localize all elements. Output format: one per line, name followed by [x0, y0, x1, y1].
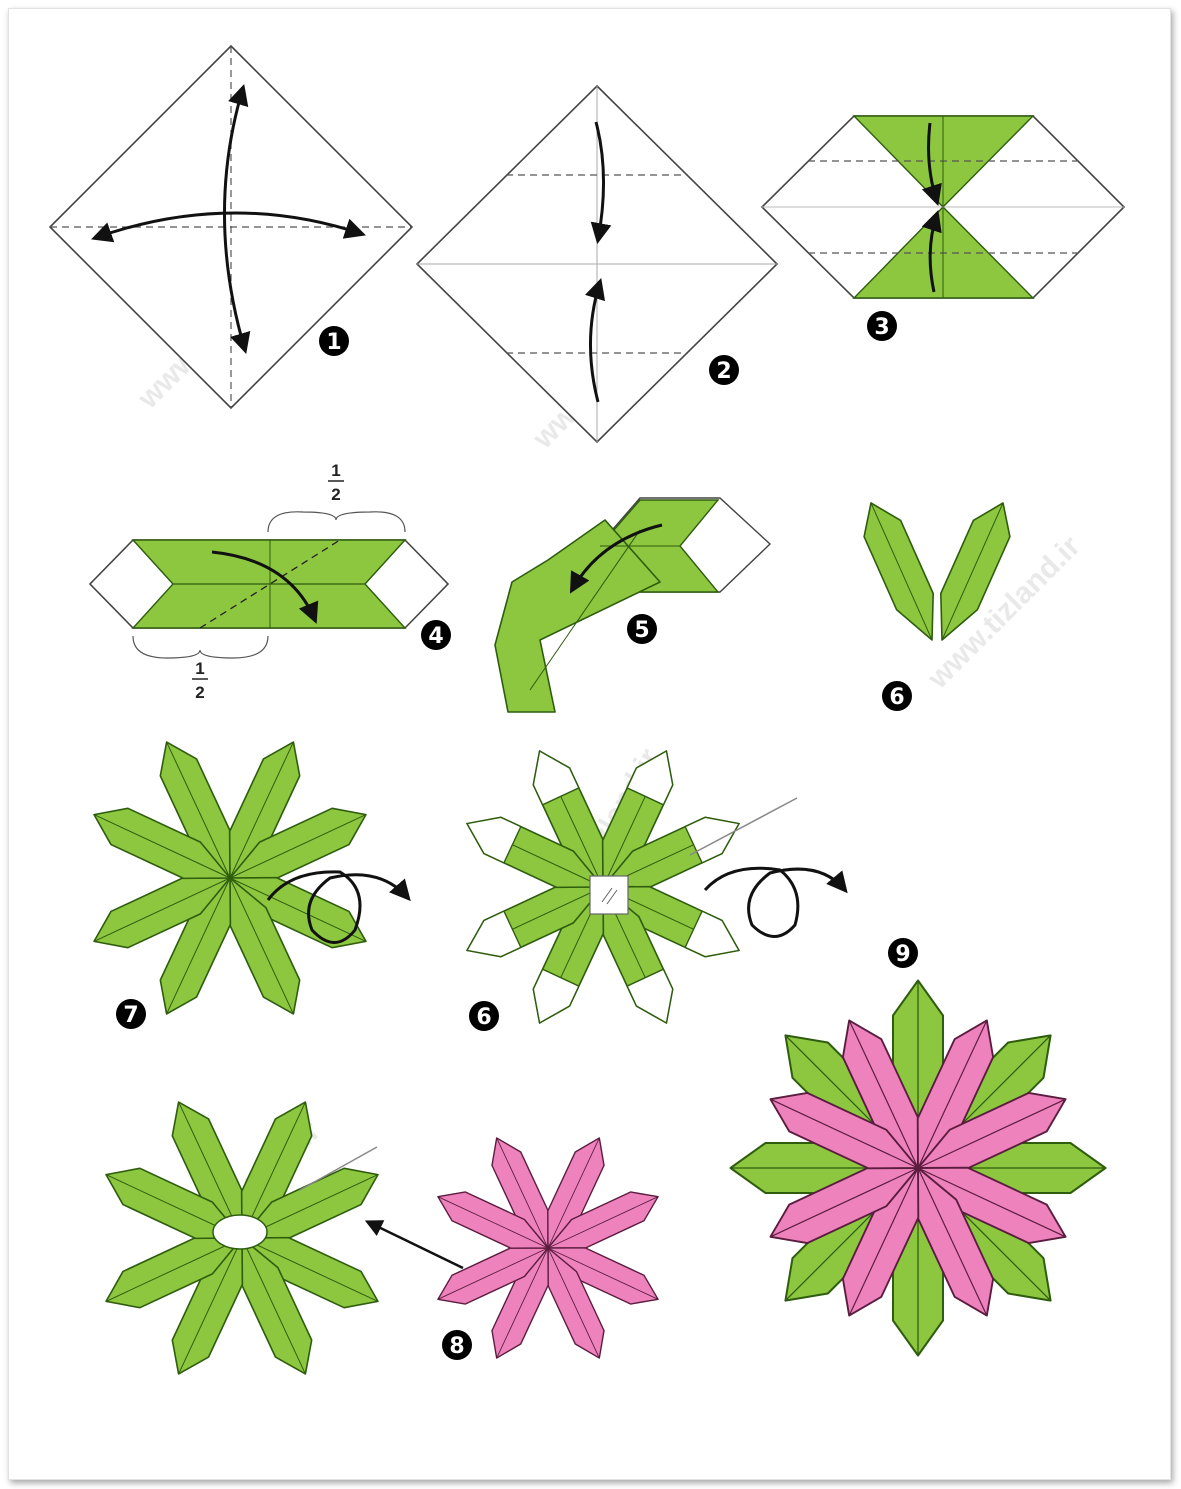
- fraction-label-bottom: 1 2: [192, 659, 208, 702]
- step-badge-6b: 6: [469, 1001, 499, 1031]
- step-number-1: 1: [326, 330, 341, 355]
- fraction-numerator: 1: [331, 461, 340, 480]
- step-9-diagram: [731, 981, 1106, 1356]
- step-badge-5: 5: [627, 614, 657, 644]
- step-number-8: 8: [449, 1334, 464, 1359]
- fraction-numerator: 1: [195, 659, 204, 678]
- fraction-denominator: 2: [195, 683, 204, 702]
- step-number-6: 6: [889, 685, 904, 710]
- step-5-diagram: [495, 498, 770, 712]
- straight-arrow-icon: [368, 1222, 463, 1268]
- step-2-diagram: [417, 86, 777, 442]
- step-1-diagram: [50, 46, 412, 408]
- step-number-4: 4: [428, 624, 443, 649]
- step-badge-7: 7: [116, 999, 146, 1029]
- step-badge-1: 1: [319, 326, 349, 356]
- tape-icon: [590, 876, 628, 914]
- fraction-denominator: 2: [331, 485, 340, 504]
- step-badge-9: 9: [888, 938, 918, 968]
- step-badge-8: 8: [442, 1330, 472, 1360]
- step-badge-4: 4: [421, 620, 451, 650]
- step-7-diagram: [86, 734, 408, 1023]
- step-number-6b: 6: [476, 1005, 491, 1030]
- step-number-3: 3: [874, 315, 889, 340]
- step-4-diagram: 1 2 1 2: [90, 461, 448, 702]
- step-number-9: 9: [895, 942, 910, 967]
- step-badge-3: 3: [867, 311, 897, 341]
- step-6b-diagram: [459, 743, 845, 1032]
- step-number-2: 2: [716, 359, 731, 384]
- step-3-diagram: [762, 116, 1124, 298]
- step-badge-6: 6: [882, 681, 912, 711]
- step-number-5: 5: [634, 618, 649, 643]
- step-badge-2: 2: [709, 355, 739, 385]
- step-number-7: 7: [123, 1003, 138, 1028]
- fraction-label-top: 1 2: [328, 461, 344, 504]
